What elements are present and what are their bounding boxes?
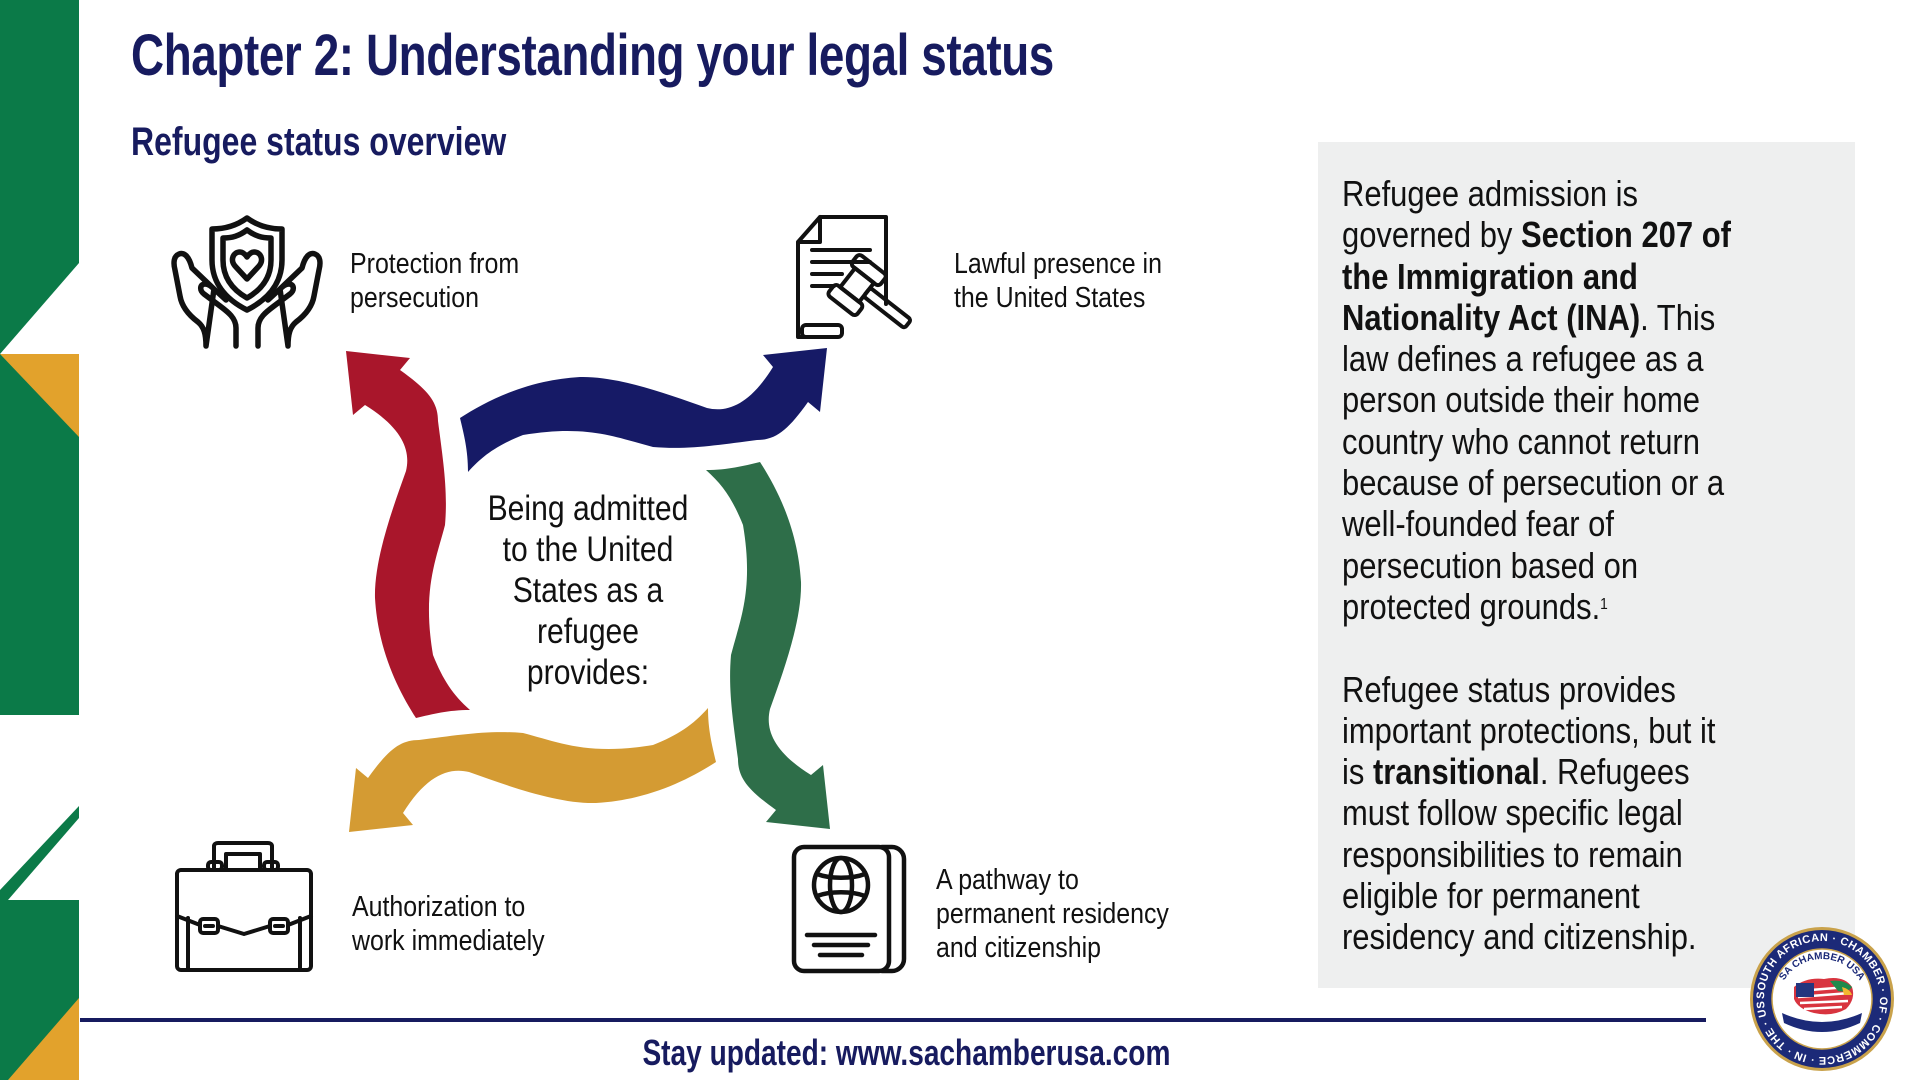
text-run: is <box>1342 751 1373 793</box>
text-line: responsibilities to remain <box>1342 833 1683 875</box>
bold-text: Section 207 of <box>1521 214 1731 256</box>
diagram-center-text: Being admitted to the United States as a… <box>458 488 718 693</box>
center-text-line: refugee <box>536 612 640 651</box>
paragraph-transitional-status: Refugee status provides important protec… <box>1342 669 1789 958</box>
sa-chamber-usa-seal-logo: SOUTH AFRICAN · CHAMBER · OF · COMMERCE … <box>1748 925 1894 1071</box>
paragraph-spacer <box>1342 627 1789 668</box>
bold-text: the Immigration and <box>1342 255 1638 297</box>
text-line: Nationality Act (INA). This <box>1342 297 1789 338</box>
gold-arrow <box>349 708 716 832</box>
text-line: because of persecution or a <box>1342 462 1725 504</box>
bold-text: transitional <box>1372 751 1540 793</box>
briefcase-icon <box>175 841 313 972</box>
text-line: Refugee status provides <box>1342 668 1676 710</box>
green-arrow <box>706 462 830 829</box>
section-subtitle: Refugee status overview <box>131 120 507 164</box>
benefit-label-line: persecution <box>350 282 479 314</box>
decorative-side-stripe <box>0 0 79 1080</box>
text-run: protected grounds. <box>1342 585 1601 627</box>
red-arrow <box>346 351 470 718</box>
footer-divider <box>80 1018 1706 1022</box>
navy-arrow <box>460 348 827 472</box>
benefit-label-line: Authorization to <box>352 891 526 923</box>
benefit-label-line: work immediately <box>352 925 545 957</box>
benefit-label-line: and citizenship <box>936 932 1101 964</box>
center-text-line: provides: <box>526 653 650 692</box>
text-line: is transitional. Refugees <box>1342 751 1789 792</box>
text-run: . This <box>1640 296 1716 338</box>
shield-heart-hands-icon <box>171 215 323 349</box>
paragraph-ina-definition: Refugee admission is governed by Section… <box>1342 173 1789 627</box>
text-line: eligible for permanent <box>1342 875 1640 917</box>
text-run: governed by <box>1342 214 1522 256</box>
text-line: person outside their home <box>1342 379 1700 421</box>
text-line: residency and citizenship. <box>1342 916 1697 958</box>
passport-icon <box>791 844 907 974</box>
text-run: . Refugees <box>1539 751 1690 793</box>
text-line: country who cannot return <box>1342 420 1700 462</box>
benefit-label-pathway: A pathway to permanent residency and cit… <box>936 863 1169 965</box>
center-text-line: Being admitted <box>487 489 689 528</box>
footer-website-link[interactable]: Stay updated: www.sachamberusa.com <box>642 1032 1170 1073</box>
info-panel-text: Refugee admission is governed by Section… <box>1342 173 1789 958</box>
benefit-label-protection: Protection from persecution <box>350 247 519 315</box>
benefit-label-line: A pathway to <box>936 864 1079 896</box>
footer: Stay updated: www.sachamberusa.com <box>0 1032 1812 1074</box>
bold-text: Nationality Act (INA) <box>1342 296 1641 338</box>
logo-flags-map <box>1794 978 1854 1015</box>
text-line: persecution based on <box>1342 544 1639 586</box>
center-text-line: to the United <box>502 530 674 569</box>
benefit-label-line: permanent residency <box>936 898 1169 930</box>
text-line: important protections, but it <box>1342 709 1716 751</box>
benefit-label-lawful-presence: Lawful presence in the United States <box>954 247 1162 315</box>
text-line: Refugee admission is <box>1342 173 1639 214</box>
footnote-marker[interactable]: 1 <box>1600 595 1608 613</box>
text-line: law defines a refugee as a <box>1342 338 1704 380</box>
benefit-label-line: Lawful presence in <box>954 248 1162 280</box>
text-line: the Immigration and <box>1342 256 1789 297</box>
center-text-line: States as a <box>512 571 664 610</box>
document-gavel-icon <box>796 215 912 339</box>
text-line: protected grounds.1 <box>1342 586 1789 627</box>
text-line: must follow specific legal <box>1342 792 1683 834</box>
benefit-label-work-authorization: Authorization to work immediately <box>352 890 545 958</box>
text-line: well-founded fear of <box>1342 503 1614 545</box>
benefit-label-line: Protection from <box>350 248 520 280</box>
benefit-label-line: the United States <box>954 282 1146 314</box>
page-title: Chapter 2: Understanding your legal stat… <box>131 23 1054 88</box>
text-line: governed by Section 207 of <box>1342 214 1789 255</box>
info-panel <box>1318 142 1855 988</box>
